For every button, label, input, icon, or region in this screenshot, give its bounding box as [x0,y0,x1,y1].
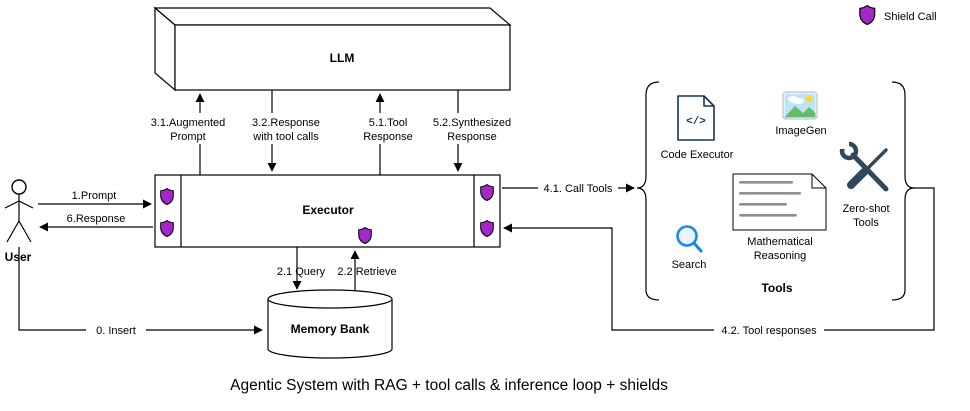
memory-bank-label: Memory Bank [291,322,370,336]
code-executor-tool: </> Code Executor [661,95,734,161]
synthesized-response-label-bg [432,113,514,144]
tools-group-right-brace [891,81,915,301]
call-tools-label-bg [538,180,618,195]
search-tool: Search [672,225,707,271]
response-with-tool-calls-label-bg [240,113,332,144]
response-with-tool-calls-label-line2: with tool calls [252,131,319,143]
edge-insert-arrow [18,247,263,335]
call-tools-label: 4.1. Call Tools [544,183,613,195]
math-reasoning-icon-fold [811,174,826,189]
user-figure-right-leg [18,220,32,243]
retrieve-label: 2.2 Retrieve [337,266,396,278]
executor-node: Executor [154,174,501,248]
executor-label: Executor [302,203,354,217]
tools-group-label: Tools [761,281,792,295]
code-executor-icon-fold [703,96,714,107]
shield-icon [480,220,494,237]
insert-label-bg [86,322,146,337]
zero-shot-tools-label-line1: Zero-shot [842,203,889,215]
llm-box-top-face [153,7,512,26]
user-label: User [5,250,32,264]
code-brackets-glyph: </> [686,116,706,128]
math-reasoning-formula-line [739,214,797,217]
screwdriver-blade [864,148,888,172]
user-figure-left-arm [4,200,20,209]
crossed-tools-icon [838,140,889,192]
tool-response-label-bg [350,113,426,144]
memory-bank-cylinder-body [267,299,393,359]
augmented-prompt-label-bg [144,113,232,144]
tools-group: Tools </> Code Executor ImageGen Search [636,81,915,301]
tool-responses-label-bg [714,322,824,337]
executor-box [154,174,501,248]
math-reasoning-formula-line [739,192,801,195]
math-reasoning-formula-line [739,181,793,184]
user-node: User [4,179,34,264]
imagegen-icon-hills [784,106,816,118]
imagegen-icon-cloud2 [792,98,804,104]
augmented-prompt-label-line1: 3.1.Augmented [151,117,226,129]
screwdriver-handle [847,168,868,189]
tool-response-label-line1: 5.1.Tool [369,117,408,129]
query-label: 2.1 Query [277,266,326,278]
synthesized-response-label-line2: Response [447,131,497,143]
user-figure-right-arm [18,200,34,209]
tool-response-label-line2: Response [363,131,413,143]
diagram-title: Agentic System with RAG + tool calls & i… [230,377,668,394]
insert-label: 0. Insert [96,325,136,337]
search-label: Search [672,259,707,271]
math-reasoning-label-line2: Reasoning [754,250,807,262]
code-executor-icon [677,95,715,141]
shield-icon [358,227,372,244]
shield-icon [859,5,876,26]
llm-node: LLM [153,6,512,92]
shield-icon [160,220,174,237]
search-icon [676,225,698,247]
legend: Shield Call [859,5,937,26]
imagegen-tool: ImageGen [775,91,827,137]
search-icon-handle [692,241,703,253]
llm-box-front-face [174,24,511,91]
memory-bank-cylinder-top [267,289,393,309]
shield-icon [160,188,174,205]
user-figure-left-leg [6,220,20,243]
memory-bank-node: Memory Bank [267,289,393,359]
response-label: 6.Response [67,213,126,225]
zero-shot-tools-label-line2: Tools [853,217,879,229]
zero-shot-tools-tool: Zero-shot Tools [838,140,890,229]
augmented-prompt-label-line2: Prompt [170,131,205,143]
llm-label: LLM [330,51,355,65]
imagegen-icon-sun [805,95,813,103]
user-figure-head [11,179,27,195]
math-reasoning-label-line1: Mathematical [747,236,812,248]
math-reasoning-formula-line [739,203,787,206]
wrench-jaw-gap [838,140,849,149]
response-with-tool-calls-label-line1: 3.2.Response [252,117,320,129]
wrench-shaft [850,152,889,192]
math-reasoning-tool: Mathematical Reasoning [732,173,827,262]
legend-shield-label: Shield Call [884,11,937,23]
tool-responses-label: 4.2. Tool responses [721,325,817,337]
synthesized-response-label-line1: 5.2.Synthesized [433,117,511,129]
tools-group-left-brace [636,81,660,301]
prompt-label: 1.Prompt [72,190,117,202]
code-executor-label: Code Executor [661,149,734,161]
shield-icon [480,184,494,201]
imagegen-label: ImageGen [775,125,826,137]
